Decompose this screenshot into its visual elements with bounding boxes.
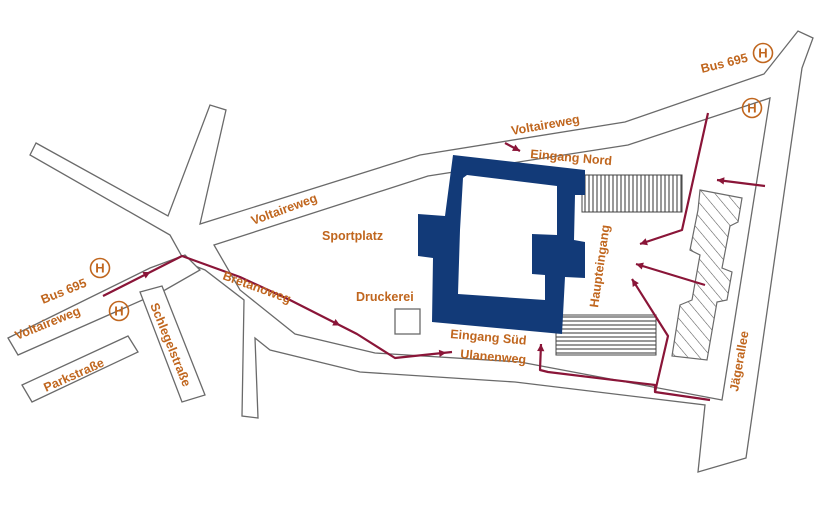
eingang-sued-label: Eingang Süd (450, 327, 527, 348)
sportplatz-label: Sportplatz (322, 229, 383, 243)
schlegelstrasse-road (139, 285, 206, 403)
arrowhead-icon (332, 319, 341, 326)
arrowhead-icon (142, 271, 151, 279)
route-south (538, 343, 711, 402)
svg-text:H: H (747, 101, 756, 116)
svg-text:H: H (758, 46, 767, 61)
bus-stop-top-right-icon: H (752, 42, 774, 64)
arrowhead-icon (636, 262, 644, 270)
bus-stop-top-right-label: Bus 695 (699, 51, 749, 76)
bus-stop-right-small-icon: H (741, 97, 763, 119)
hatched-wing-north (581, 174, 683, 213)
main-building (418, 155, 585, 334)
bus-stops: H H H H (89, 42, 774, 322)
parkstrasse-road (21, 335, 139, 403)
bus-stop-left-icon: H (89, 257, 111, 279)
route-west (102, 254, 453, 360)
druckerei-building (394, 308, 421, 335)
svg-text:H: H (114, 304, 123, 319)
route-haupteingang-a (639, 112, 710, 246)
jaegerallee-hatched-building (671, 189, 743, 361)
arrowhead-icon (717, 177, 725, 185)
hatched-wing-south (555, 314, 657, 356)
route-east-north (716, 178, 766, 188)
arrowhead-icon (640, 238, 648, 246)
access-routes (102, 112, 766, 402)
route-haupteingang-c (631, 278, 670, 393)
arrowhead-icon (438, 349, 447, 357)
druckerei-label: Druckerei (356, 290, 414, 304)
arrowhead-icon (632, 279, 639, 287)
bus-stop-left-small-icon: H (108, 300, 130, 322)
svg-text:H: H (95, 261, 104, 276)
arrowhead-icon (512, 144, 520, 151)
voltaireweg-left-road (7, 254, 202, 356)
arrowhead-icon (537, 344, 545, 352)
route-haupteingang-b (635, 262, 706, 287)
ulanenweg-label: Ulanenweg (460, 347, 527, 367)
